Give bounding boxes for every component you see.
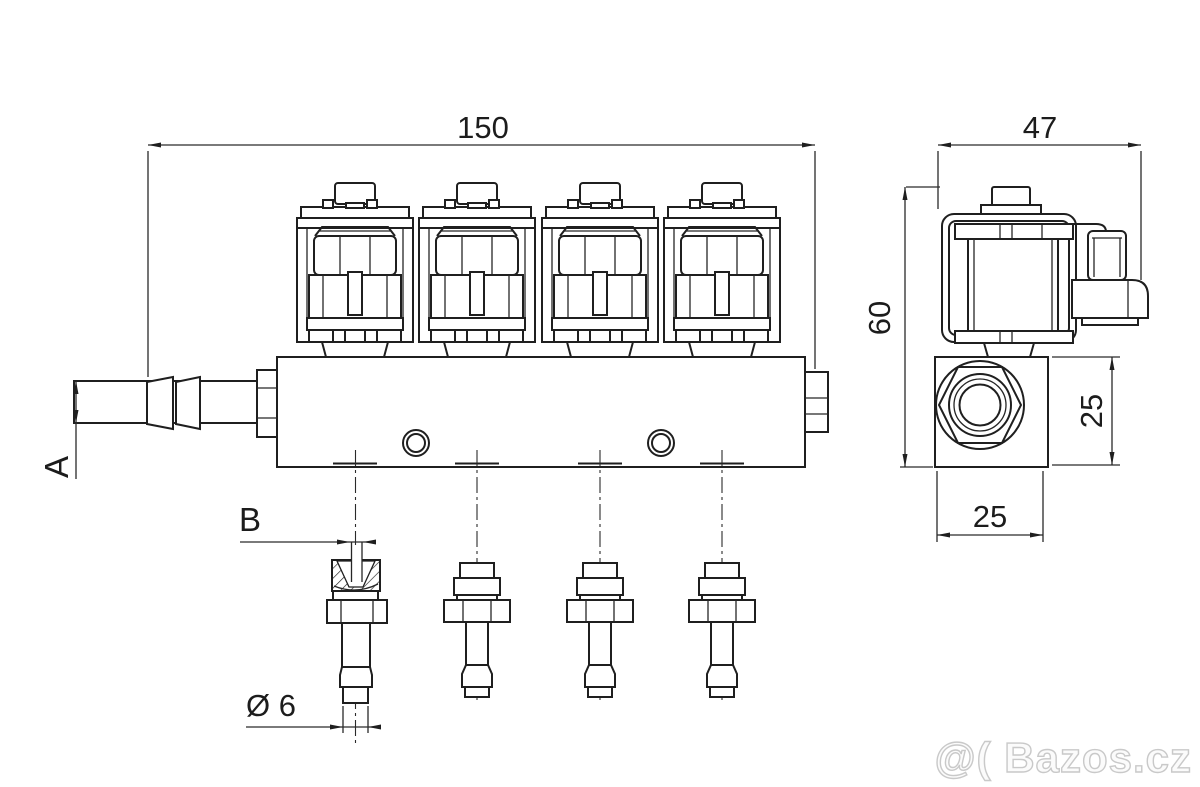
nozzle-4 [688,562,756,698]
injector-1 [296,182,414,358]
rail-body [276,356,806,468]
electrical-connector [1038,223,1149,326]
dim-text-nozzle-dia: Ø 6 [246,688,296,723]
injector-side [941,186,1077,358]
port-fitting-hex [935,360,1025,450]
dim-side-width-47: 47 [937,110,1142,280]
dim-bore-B: B [239,501,376,545]
dim-block-width-25: 25 [936,471,1044,542]
dim-height-60: 60 [862,186,940,468]
inlet-hose-barb [73,369,278,438]
mounting-hole-right [647,429,675,457]
dim-block-height-25: 25 [1052,356,1120,466]
label-bore-B: B [239,501,261,538]
dim-text-block-height: 25 [1074,394,1109,428]
injector-3 [541,182,659,358]
rail-end-plug [804,371,829,433]
dim-text-block-width: 25 [973,499,1007,534]
nozzle-1-section [326,542,388,704]
injector-2 [418,182,536,358]
centerlines [354,450,723,745]
dim-nozzle-dia-6: Ø 6 [246,688,381,733]
watermark: @( Bazos.cz [935,734,1192,781]
connector-bracket [1071,279,1149,319]
front-view [73,182,829,745]
nozzle-3 [566,562,634,698]
nozzle-2 [443,562,511,698]
side-view [934,186,1149,468]
dim-text-side-width: 47 [1023,110,1057,145]
dim-text-length: 150 [457,110,509,145]
mounting-hole-left [402,429,430,457]
dim-length-150: 150 [147,110,816,377]
dim-text-height: 60 [862,301,897,335]
rail-section-block [934,356,1049,468]
label-inlet-A: A [38,456,75,478]
injector-4 [663,182,781,358]
dim-inlet-A: A [38,381,79,479]
